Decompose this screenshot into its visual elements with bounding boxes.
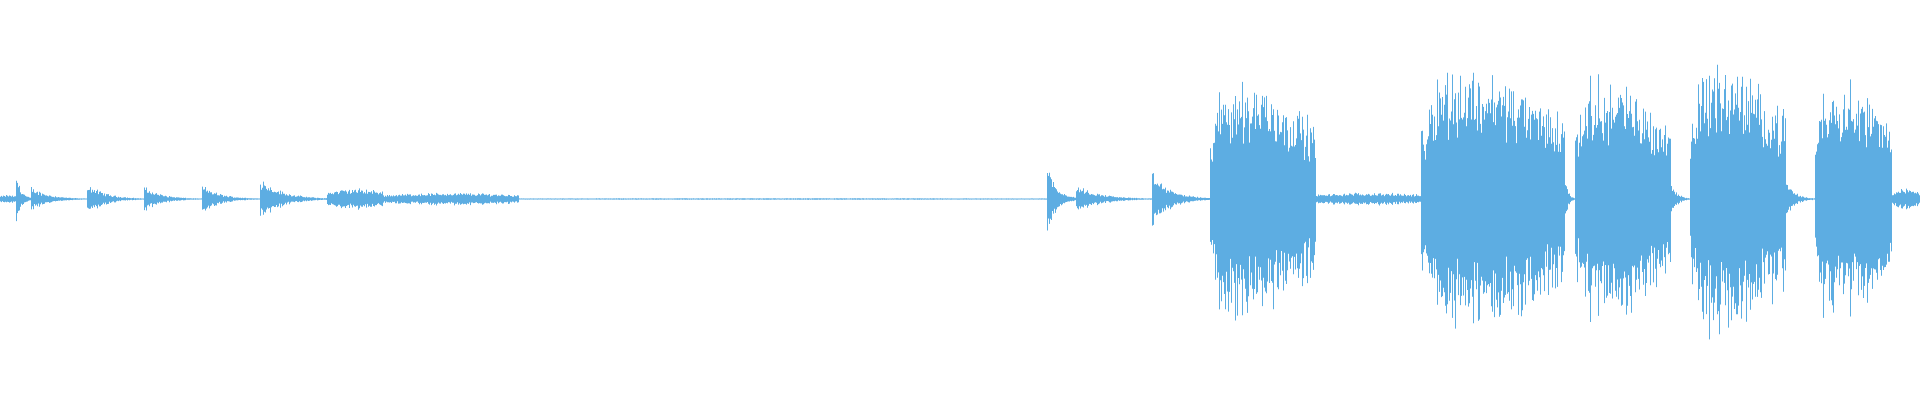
waveform-samples [0,64,1920,340]
waveform-path [0,64,1920,340]
